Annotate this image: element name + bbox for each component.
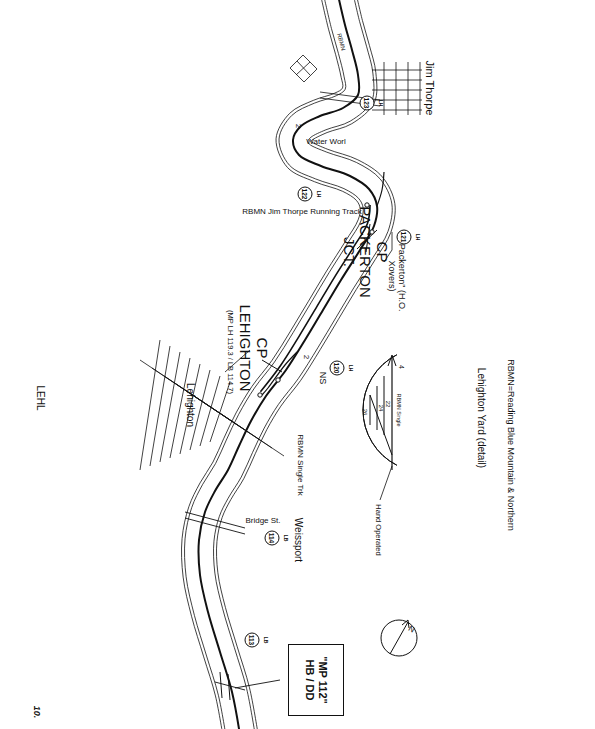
track-number: 26 [362,409,369,416]
line-code: LB [263,637,269,644]
leader-line [235,680,280,688]
street [297,61,310,75]
town-name: Lehighton [185,383,196,427]
street [372,90,422,91]
line-code: LH [348,365,354,372]
street [408,62,409,115]
line-code: LH [415,234,421,241]
track-name: RBMN Jim Thorpe Running Track [242,208,361,217]
river-bank [184,0,363,729]
page-code: LEHL [35,385,46,410]
track-name: RBMN Single [396,393,402,426]
milepost-number: 121 [400,232,408,243]
detail-title: Lehighton Yard (detail) [476,368,487,468]
track-number: 2 [302,355,311,359]
tick [220,672,222,698]
river-bank [213,0,392,729]
street [160,352,180,462]
town-name: Weissport [293,518,304,562]
street [200,376,220,446]
compass-needle [390,622,408,654]
control-point: CP PACKERTON JCT. [340,206,390,298]
track-number: 22 [385,401,392,408]
track-name: RBMN Single Trk [296,434,305,495]
street [384,62,385,115]
milepost-box: "MP 112"HB / DD [288,644,344,716]
bridge [185,518,245,534]
milepost-circle: LH123 [360,96,375,111]
street-name: Bridge St. [245,517,280,526]
milepost-number: 120 [333,363,341,374]
line-code: LH [316,191,322,198]
river-bank [216,0,395,729]
milepost-number: "MP 112" [316,656,329,704]
street [150,346,170,466]
yard-ladder [370,395,392,455]
track-number: 24 [378,405,385,412]
line-code: LB [283,535,289,542]
control-point: CP LEHIGHTON [237,304,270,391]
street [140,340,160,470]
note: Hand Operated [374,504,382,555]
street [420,62,421,115]
street [290,55,317,82]
map-note: RBMN=Reading Blue Mountain & Northern [505,359,515,530]
road [215,682,245,690]
main-track [198,0,377,729]
street [296,62,310,75]
arrow-head [388,355,396,366]
town-name: Jim Thorpe [424,61,436,116]
compass-rose [381,620,417,656]
yard-track [370,395,371,425]
leader-line [380,466,392,500]
milepost-number: 113 [248,635,256,646]
running-track [377,172,384,206]
street [372,80,422,81]
milepost-circle: LB113 [245,633,260,648]
river-bank [181,0,360,729]
milepost-circle: LB114 [265,531,280,546]
signal-symbol [276,378,280,382]
milepost-code: HB / DD [303,660,316,701]
north-arrow: N [406,625,415,636]
place-name: Water Worl [306,138,346,147]
milepost-number: 122 [301,189,309,200]
milepost-note: (MP LH 119.3 / LB 114.7) [226,310,234,394]
place-name: "Packerton" (H.O. Xovers) [386,240,406,312]
signal-symbol [258,393,262,397]
second-track [260,205,370,392]
siding [262,360,282,372]
line-code: LH [378,100,384,107]
street [224,416,284,456]
yard-track [377,386,378,430]
milepost-number: 123 [363,98,371,109]
milepost-circle: LH120 [330,361,345,376]
track-number: 2 [294,124,303,128]
street [372,110,422,111]
street [180,364,200,454]
street [396,62,397,115]
page-number: 10. [31,706,41,719]
tick [228,674,230,700]
track-number: 4 [397,365,405,369]
milepost-circle: LH121 [397,230,412,245]
railroad-name: NS [317,372,327,385]
milepost-number: 114 [268,533,276,544]
siding [262,352,297,395]
street [372,70,422,71]
milepost-circle: LH122 [298,187,313,202]
